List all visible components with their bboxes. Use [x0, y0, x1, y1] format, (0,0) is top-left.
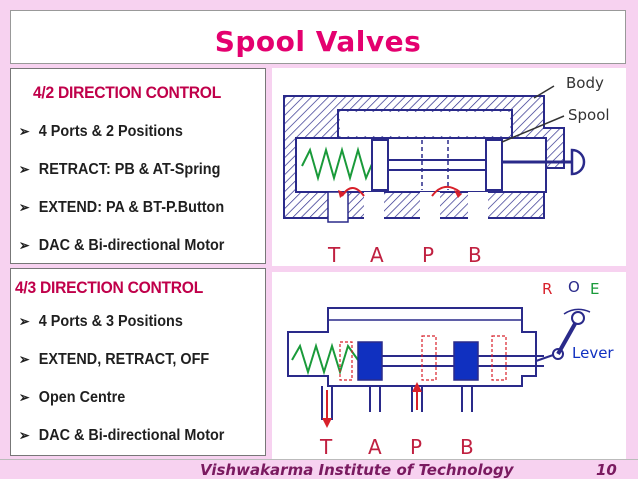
spring-icon [301, 146, 373, 182]
bullet-arrow-icon: ➢ [19, 313, 30, 329]
bullet-arrow-icon: ➢ [19, 389, 30, 405]
label-spool: Spool [568, 106, 610, 124]
valve-bore [295, 137, 547, 193]
label-body: Body [566, 74, 604, 92]
bullet-arrow-icon: ➢ [19, 237, 30, 253]
footer: Vishwakarma Institute of Technology 10 [0, 459, 638, 479]
port-label-t: T [319, 435, 333, 459]
bullet-4-2-2: ➢RETRACT: PB & AT-Spring [19, 161, 221, 178]
bullet-4-3-4: ➢DAC & Bi-directional Motor [19, 427, 225, 444]
port-label-p: P [422, 243, 434, 266]
flow-arrow-right [431, 185, 461, 197]
valve-4-3-drawing: R O E Lever T A P B [287, 278, 614, 459]
port-label-a: A [368, 435, 382, 459]
position-label-e: E [590, 280, 599, 298]
bullet-4-3-1: ➢4 Ports & 3 Positions [19, 313, 183, 330]
position-label-r: R [542, 280, 552, 298]
page-number: 10 [596, 461, 617, 479]
flow-arrow-down [322, 418, 332, 428]
bullet-4-2-1: ➢4 Ports & 2 Positions [19, 123, 183, 140]
lever-knob-icon [571, 311, 585, 325]
spring-icon [291, 342, 359, 376]
panel-4-2: 4/2 DIRECTION CONTROL ➢4 Ports & 2 Posit… [10, 68, 266, 264]
push-button-icon [570, 148, 586, 176]
heading-4-2: 4/2 DIRECTION CONTROL [33, 83, 221, 102]
bullet-4-2-3: ➢EXTEND: PA & BT-P.Button [19, 199, 225, 216]
label-lever: Lever [572, 344, 614, 362]
port-label-p: P [410, 435, 422, 459]
port-label-t: T [327, 243, 341, 266]
footer-institution: Vishwakarma Institute of Technology [200, 461, 514, 479]
bullet-4-3-2: ➢EXTEND, RETRACT, OFF [19, 351, 210, 368]
spool-land-left [371, 139, 389, 191]
bullet-arrow-icon: ➢ [19, 161, 30, 177]
spool-block-left [357, 341, 383, 381]
valve-4-2-drawing: Body Spool T A P B [283, 74, 610, 267]
heading-4-3: 4/3 DIRECTION CONTROL [15, 278, 203, 297]
diagram-4-2-valve: Body Spool T A P B [272, 68, 626, 267]
bullet-arrow-icon: ➢ [19, 123, 30, 139]
slide-title: Spool Valves [214, 25, 422, 58]
bullet-arrow-icon: ➢ [19, 199, 30, 215]
bullet-arrow-icon: ➢ [19, 351, 30, 367]
port-label-a: A [370, 243, 384, 266]
bullet-arrow-icon: ➢ [19, 427, 30, 443]
title-box: Spool Valves [10, 10, 626, 64]
port-label-b: B [468, 243, 482, 266]
panel-4-3: 4/3 DIRECTION CONTROL ➢4 Ports & 3 Posit… [10, 268, 266, 456]
bullet-4-3-3: ➢Open Centre [19, 389, 126, 406]
position-label-o: O [568, 278, 580, 296]
spool-land-right [485, 139, 503, 191]
diagram-4-3-valve: R O E Lever T A P B [272, 272, 626, 460]
port-label-b: B [460, 435, 474, 459]
spool-block-right [453, 341, 479, 381]
lever-arm [556, 321, 578, 355]
bullet-4-2-4: ➢DAC & Bi-directional Motor [19, 237, 225, 254]
flow-arrow-up [412, 382, 422, 392]
